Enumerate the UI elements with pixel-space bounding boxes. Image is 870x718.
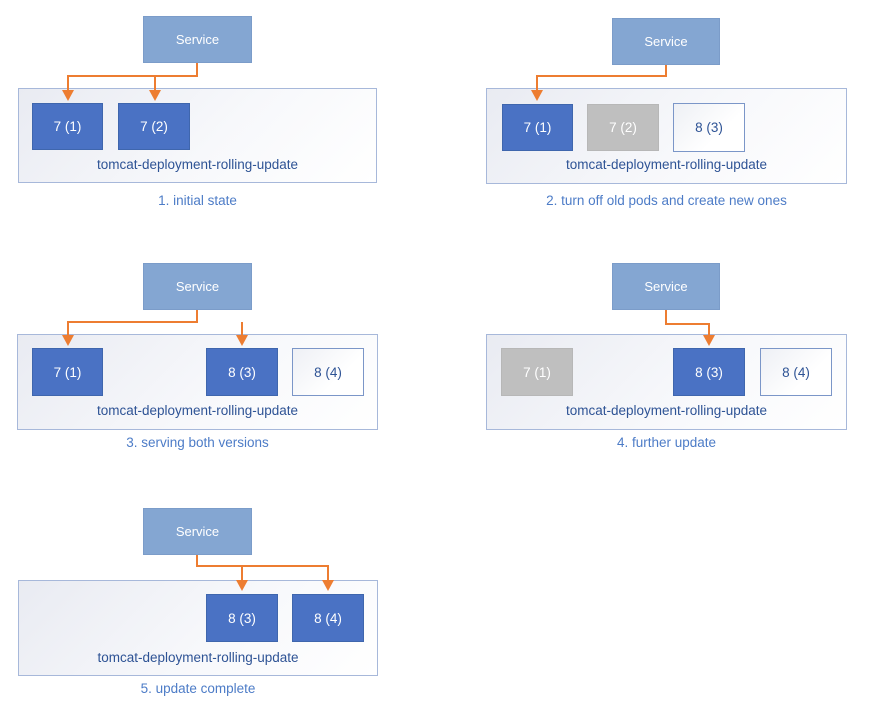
deployment-name-label: tomcat-deployment-rolling-update: [96, 157, 299, 172]
service-box: Service: [143, 263, 252, 310]
pod-label: 7 (2): [609, 120, 637, 135]
pod-8-4: 8 (4): [292, 594, 364, 642]
pod-label: 7 (1): [523, 364, 551, 380]
pod-label: 7 (2): [140, 119, 168, 134]
pod-7-2: 7 (2): [118, 103, 190, 150]
pod-label: 8 (4): [314, 610, 342, 626]
pod-label: 8 (3): [228, 364, 256, 380]
service-label: Service: [644, 279, 688, 294]
service-label: Service: [175, 524, 220, 539]
pod-8-3: 8 (3): [673, 348, 745, 396]
step-caption: 1. initial state: [158, 193, 237, 208]
panel-5-connector: [196, 555, 329, 581]
pod-8-3-pending: 8 (3): [673, 103, 745, 152]
pod-8-4-pending: 8 (4): [292, 348, 364, 396]
pod-label: 7 (1): [523, 120, 552, 135]
panel-3-connector: [67, 310, 243, 336]
service-label: Service: [644, 34, 688, 49]
pod-label: 7 (1): [53, 119, 82, 134]
service-box: Service: [612, 263, 720, 310]
pod-label: 8 (4): [782, 364, 810, 380]
pod-label: 8 (3): [228, 610, 256, 626]
deployment-name-label: tomcat-deployment-rolling-update: [97, 650, 299, 665]
step-caption: 4. further update: [616, 435, 717, 450]
pod-label: 8 (3): [695, 120, 723, 135]
deployment-name-label: tomcat-deployment-rolling-update: [96, 403, 299, 418]
service-box: Service: [612, 18, 720, 65]
step-caption: 5. update complete: [140, 681, 256, 696]
pod-8-3: 8 (3): [206, 594, 278, 642]
deployment-name-label: tomcat-deployment-rolling-update: [565, 157, 768, 172]
service-box: Service: [143, 508, 252, 555]
panel-1-connector: [67, 63, 198, 91]
step-caption: 3. serving both versions: [126, 435, 269, 450]
pod-7-1: 7 (1): [502, 104, 573, 151]
pod-7-1: 7 (1): [32, 348, 103, 396]
step-caption: 2. turn off old pods and create new ones: [546, 193, 787, 208]
service-label: Service: [175, 279, 220, 294]
deployment-name-label: tomcat-deployment-rolling-update: [565, 403, 768, 418]
service-label: Service: [175, 32, 220, 47]
pod-7-1: 7 (1): [32, 103, 103, 150]
pod-7-2-stopped: 7 (2): [587, 104, 659, 151]
pod-8-3: 8 (3): [206, 348, 278, 396]
pod-7-1-stopped: 7 (1): [501, 348, 573, 396]
service-box: Service: [143, 16, 252, 63]
panel-4-connector: [665, 310, 710, 336]
pod-label: 8 (3): [695, 364, 723, 380]
pod-label: 8 (4): [314, 364, 342, 380]
pod-label: 7 (1): [53, 364, 82, 380]
pod-8-4-pending: 8 (4): [760, 348, 832, 396]
